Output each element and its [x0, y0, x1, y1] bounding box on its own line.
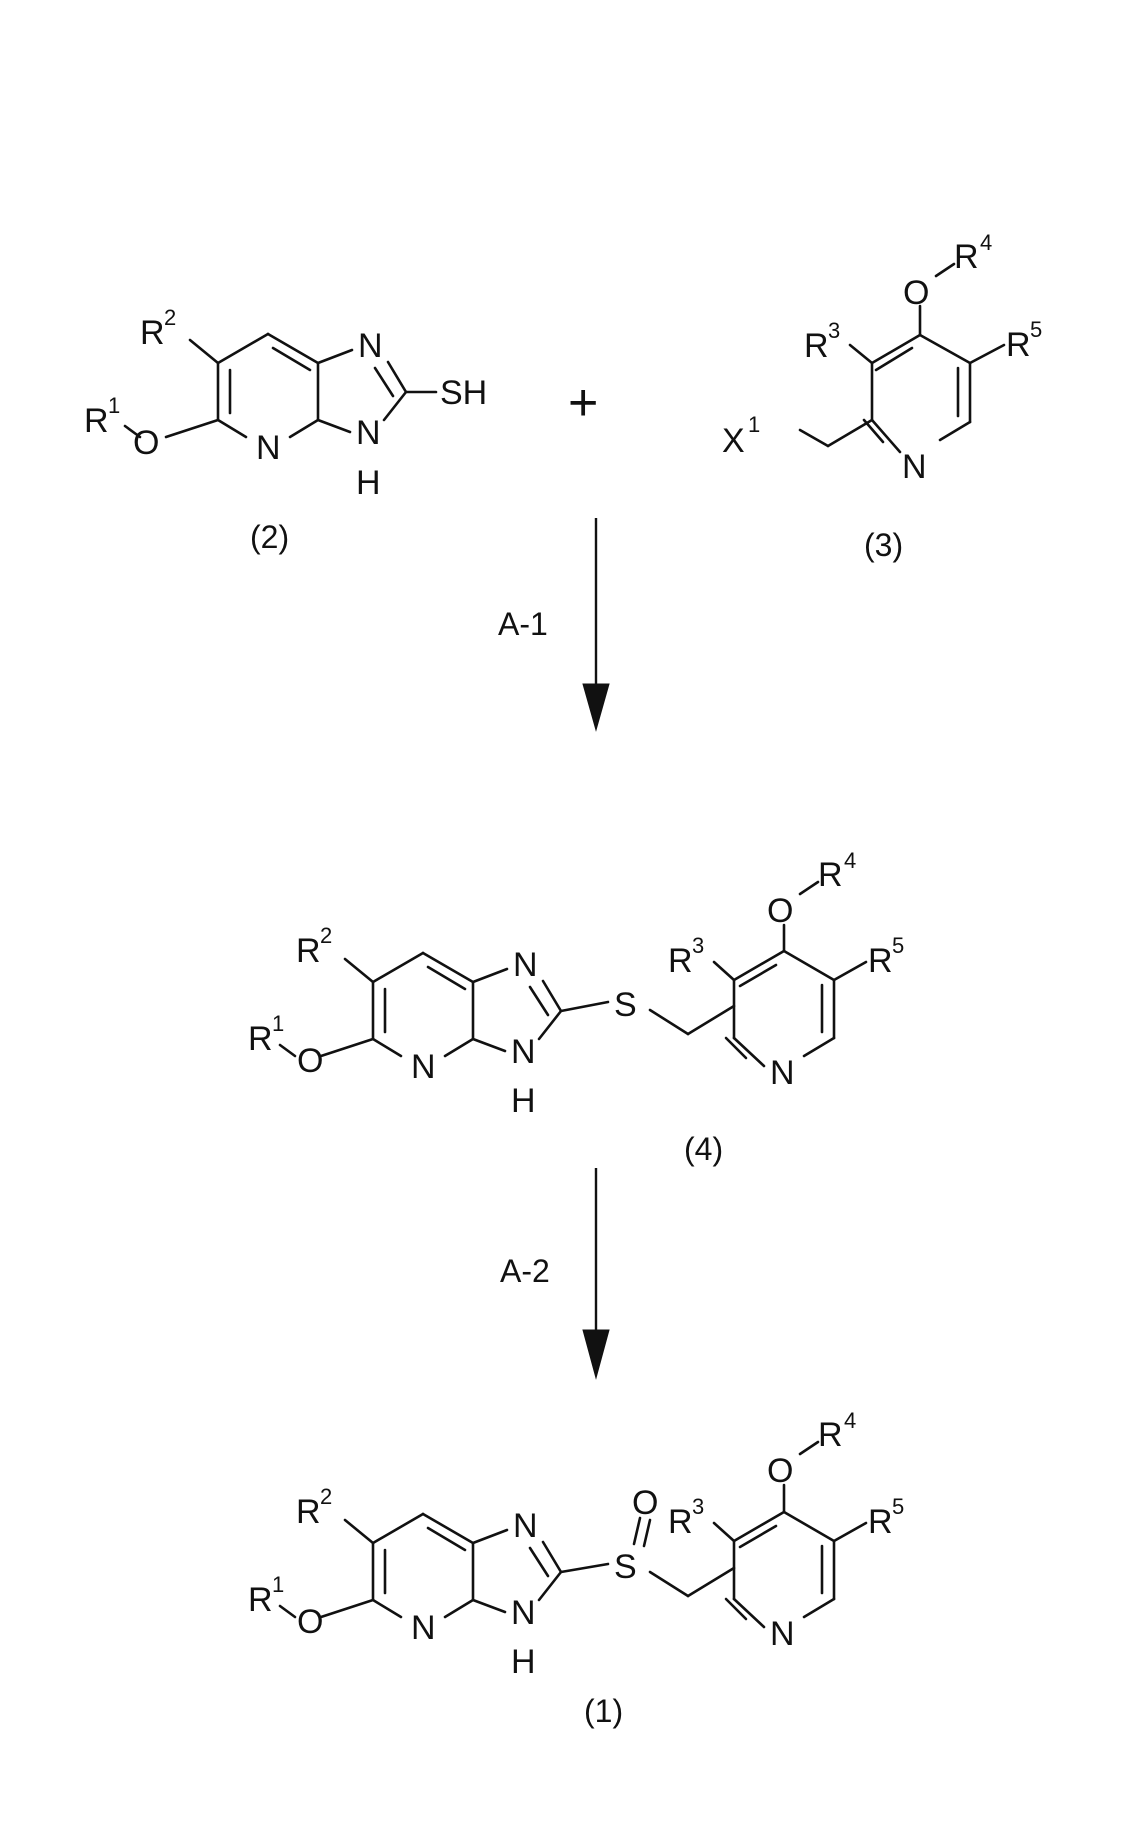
- methoxy-oxygen-label: O: [767, 892, 793, 930]
- compound-4-number: (4): [684, 1131, 723, 1167]
- reaction-arrow-a2: A-2: [500, 1168, 609, 1378]
- r1-label: R: [248, 1581, 273, 1619]
- r3-superscript: 3: [828, 318, 840, 343]
- step-a1-label: A-1: [498, 606, 548, 642]
- r4-superscript: 4: [844, 848, 856, 873]
- compound-3: O R 4 R 3 R 5 X 1 N (3): [722, 230, 1042, 563]
- pyridine-n-label: N: [770, 1054, 795, 1092]
- r1-label: R: [248, 1020, 273, 1058]
- thiol-label: SH: [440, 374, 487, 412]
- plus-sign: +: [568, 374, 598, 432]
- sulfide-label: S: [614, 986, 637, 1024]
- r4-label: R: [818, 1416, 843, 1454]
- imidazole-nh-label: N: [356, 414, 381, 452]
- r2-label: R: [140, 314, 165, 352]
- methoxy-oxygen-label: O: [767, 1452, 793, 1490]
- r5-superscript: 5: [1030, 317, 1042, 342]
- r2-label: R: [296, 932, 321, 970]
- r3-label: R: [668, 942, 693, 980]
- ether-oxygen-label: O: [133, 424, 159, 462]
- imidazole-n-label: N: [513, 1507, 538, 1545]
- pyridine-nitrogen-label: N: [902, 448, 927, 486]
- compound-1-number: (1): [584, 1693, 623, 1729]
- r2-superscript: 2: [320, 1484, 332, 1509]
- r5-label: R: [868, 942, 893, 980]
- r2-superscript: 2: [320, 923, 332, 948]
- imidazole-nh-label: N: [511, 1033, 536, 1071]
- pyridine-n-label: N: [770, 1615, 795, 1653]
- ether-oxygen-label: O: [297, 1042, 323, 1080]
- x1-label: X: [722, 422, 745, 460]
- nh-hydrogen-label: H: [511, 1082, 536, 1120]
- r3-superscript: 3: [692, 1494, 704, 1519]
- r3-label: R: [804, 327, 829, 365]
- imidazole-nh-label: N: [511, 1594, 536, 1632]
- ether-oxygen-label: O: [297, 1603, 323, 1641]
- step-a2-label: A-2: [500, 1253, 550, 1289]
- r1-superscript: 1: [272, 1011, 284, 1036]
- nh-hydrogen-label: H: [356, 464, 381, 502]
- compound-1: R 2 R 1 O N N N H S O O R 4 R 3 R 5 N (1…: [248, 1408, 904, 1729]
- pyridine-nitrogen-label: N: [411, 1609, 436, 1647]
- reaction-arrow-a1: A-1: [498, 518, 609, 730]
- r1-label: R: [84, 402, 109, 440]
- r5-superscript: 5: [892, 933, 904, 958]
- r5-label: R: [1006, 326, 1031, 364]
- r2-label: R: [296, 1493, 321, 1531]
- compound-2-number: (2): [250, 519, 289, 555]
- r4-label: R: [954, 238, 979, 276]
- r2-superscript: 2: [164, 305, 176, 330]
- sulfinyl-oxygen-label: O: [632, 1484, 658, 1522]
- r1-superscript: 1: [272, 1572, 284, 1597]
- imidazole-n-label: N: [513, 946, 538, 984]
- pyridine-nitrogen-label: N: [256, 429, 281, 467]
- r4-superscript: 4: [980, 230, 992, 255]
- nh-hydrogen-label: H: [511, 1643, 536, 1681]
- compound-4: R 2 R 1 O N N N H S O R 4 R 3 R 5 N (4): [248, 848, 904, 1167]
- r5-label: R: [868, 1503, 893, 1541]
- r4-label: R: [818, 856, 843, 894]
- x1-superscript: 1: [748, 412, 760, 437]
- r3-label: R: [668, 1503, 693, 1541]
- methoxy-oxygen-label: O: [903, 274, 929, 312]
- r5-superscript: 5: [892, 1494, 904, 1519]
- r1-superscript: 1: [108, 393, 120, 418]
- compound-2: R 2 R 1 O N N N H SH (2): [84, 305, 487, 555]
- r4-superscript: 4: [844, 1408, 856, 1433]
- r3-superscript: 3: [692, 933, 704, 958]
- imidazole-n-label: N: [358, 327, 383, 365]
- compound-3-number: (3): [864, 527, 903, 563]
- sulfinyl-sulfur-label: S: [614, 1548, 637, 1586]
- compound-2-bonds: [125, 334, 436, 437]
- compound-3-bonds: [800, 264, 1004, 452]
- pyridine-nitrogen-label: N: [411, 1048, 436, 1086]
